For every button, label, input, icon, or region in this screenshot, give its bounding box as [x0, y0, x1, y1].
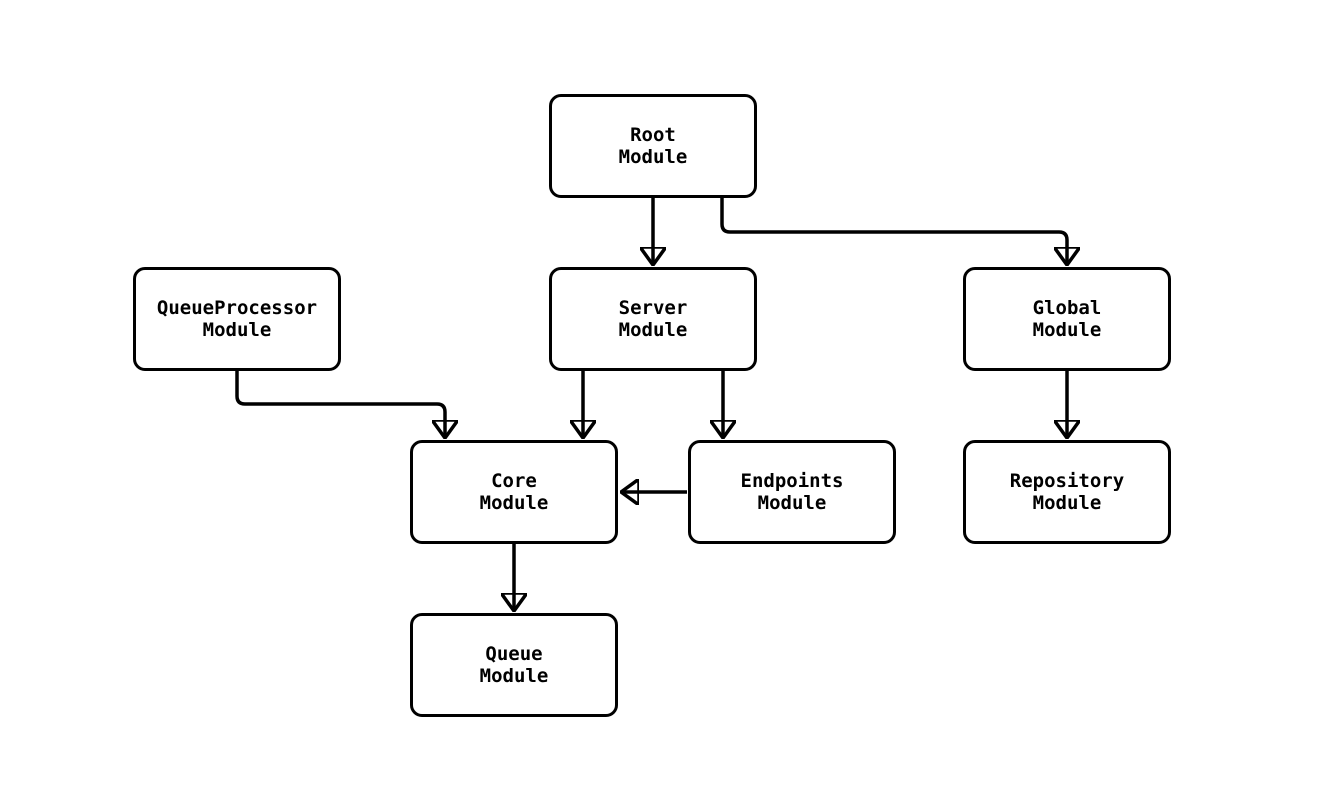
- node-endpoints-module: Endpoints Module: [688, 440, 896, 544]
- node-queue-module: Queue Module: [410, 613, 618, 717]
- node-label: Repository Module: [1009, 470, 1125, 514]
- edge-queueprocessor-to-core: [235, 371, 445, 437]
- node-label: Root Module: [618, 124, 688, 168]
- node-label: QueueProcessor Module: [156, 297, 318, 341]
- edge-root-to-global: [720, 198, 1067, 264]
- node-root-module: Root Module: [549, 94, 757, 198]
- node-label: Queue Module: [479, 643, 549, 687]
- node-server-module: Server Module: [549, 267, 757, 371]
- node-label: Endpoints Module: [740, 470, 844, 514]
- node-global-module: Global Module: [963, 267, 1171, 371]
- node-queueprocessor-module: QueueProcessor Module: [133, 267, 341, 371]
- node-repository-module: Repository Module: [963, 440, 1171, 544]
- node-label: Global Module: [1032, 297, 1102, 341]
- node-core-module: Core Module: [410, 440, 618, 544]
- node-label: Server Module: [618, 297, 688, 341]
- node-label: Core Module: [479, 470, 549, 514]
